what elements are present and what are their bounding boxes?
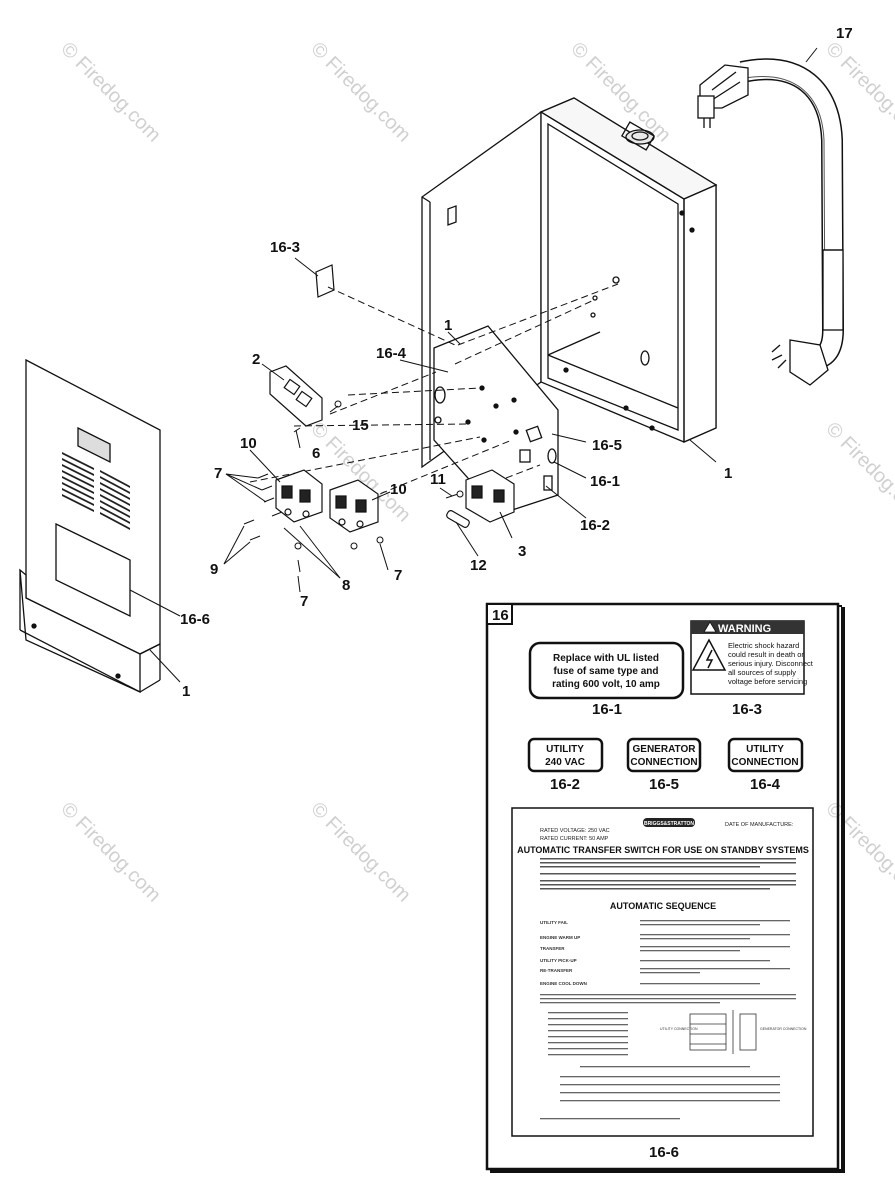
part-2-bracket xyxy=(269,365,323,427)
callout-16-1: 16-1 xyxy=(590,473,620,490)
watermark: © Firedog.com xyxy=(821,418,895,527)
decal-16-6-seq-0: UTILITY FAIL xyxy=(540,920,568,925)
callout-7-upper: 7 xyxy=(214,465,222,482)
decal-16-4-line1: UTILITY xyxy=(746,744,784,755)
decal-16-6-brand: BRIGGS&STRATTON xyxy=(644,821,694,827)
callout-6: 6 xyxy=(312,445,320,462)
decal-16-3-header: WARNING xyxy=(718,623,771,635)
decal-16-6-seq-2: TRANSFER xyxy=(540,946,565,951)
decal-16-3: WARNING Electric shock hazard could resu… xyxy=(690,620,814,718)
callout-16-5: 16-5 xyxy=(592,437,622,454)
decal-16-4-line2: CONNECTION xyxy=(731,757,798,768)
decal-16-1-line3: rating 600 volt, 10 amp xyxy=(552,679,660,690)
callout-17: 17 xyxy=(836,25,853,42)
watermark: © Firedog.com xyxy=(306,38,415,147)
decal-16-6-section: AUTOMATIC SEQUENCE xyxy=(610,901,716,911)
callout-12: 12 xyxy=(470,557,487,574)
decal-16-6-seq-4: RE-TRANSFER xyxy=(540,968,573,973)
decal-16-1-line2: fuse of same type and xyxy=(553,666,658,677)
callout-16-6: 16-6 xyxy=(180,611,210,628)
decal-16-1: Replace with UL listed fuse of same type… xyxy=(528,641,685,718)
decal-16-2-line2: 240 VAC xyxy=(545,757,585,768)
decal-16-3-line5: voltage before servicing xyxy=(728,677,807,686)
callout-16-3: 16-3 xyxy=(270,239,300,256)
decal-16-1-label: 16-1 xyxy=(592,701,622,718)
decal-16-6-seq-5: ENGINE COOL DOWN xyxy=(540,981,587,986)
decal-16-3-line1: Electric shock hazard xyxy=(728,641,799,650)
callout-1-box: 1 xyxy=(724,465,732,482)
decal-16-6-wiring-diagram xyxy=(689,1010,757,1054)
decal-16-6-date: DATE OF MANUFACTURE: xyxy=(725,822,794,828)
decal-16-3-line4: all sources of supply xyxy=(728,668,796,677)
screws xyxy=(243,400,464,573)
warning-icon xyxy=(703,621,717,633)
callout-numbers: 17 16-3 1 16-4 2 15 6 10 10 7 9 8 7 7 11… xyxy=(180,25,853,700)
callout-1-plate: 1 xyxy=(444,317,452,334)
decal-16-5-line1: GENERATOR xyxy=(633,744,697,755)
decal-16-6-seq-3: UTILITY PICK-UP xyxy=(540,958,577,963)
decal-16-2: UTILITY 240 VAC 16-2 xyxy=(527,737,604,793)
decal-16-2-label: 16-2 xyxy=(550,776,580,793)
leader-lines xyxy=(249,283,619,503)
callout-2: 2 xyxy=(252,351,260,368)
conduit-whip xyxy=(697,47,845,386)
decal-16-1-line1: Replace with UL listed xyxy=(553,653,659,664)
decal-16-3-label: 16-3 xyxy=(732,701,762,718)
callout-16-2: 16-2 xyxy=(580,517,610,534)
decal-16-6-seq-desc xyxy=(540,920,796,1120)
decal-16-3-line3: serious injury. Disconnect xyxy=(728,659,814,668)
fuse-holder xyxy=(465,469,515,523)
callout-15: 15 xyxy=(352,417,369,434)
decal-16-6-label: 16-6 xyxy=(649,1144,679,1161)
decal-16-6: BRIGGS&STRATTON DATE OF MANUFACTURE: RAT… xyxy=(511,807,814,1161)
watermark: © Firedog.com xyxy=(56,38,165,147)
watermark: © Firedog.com xyxy=(306,798,415,907)
decal-16-2-line1: UTILITY xyxy=(546,744,584,755)
decal-16-4-label: 16-4 xyxy=(750,776,781,793)
callout-7-right: 7 xyxy=(394,567,402,584)
decal-16-5-line2: CONNECTION xyxy=(630,757,697,768)
decal-16-6-title: AUTOMATIC TRANSFER SWITCH FOR USE ON STA… xyxy=(517,845,809,855)
callout-9: 9 xyxy=(210,561,218,578)
watermark: © Firedog.com xyxy=(56,798,165,907)
decal-16-5-label: 16-5 xyxy=(649,776,679,793)
callout-7-lower: 7 xyxy=(300,593,308,610)
callout-1-cover: 1 xyxy=(182,683,190,700)
front-cover xyxy=(19,358,161,694)
callout-8: 8 xyxy=(342,577,350,594)
decal-16-4: UTILITY CONNECTION 16-4 xyxy=(727,737,804,793)
decal-16-5: GENERATOR CONNECTION 16-5 xyxy=(626,737,702,793)
breaker-right xyxy=(329,479,379,533)
decals-panel: 16 Replace with UL listed fuse of same t… xyxy=(485,602,845,1173)
decal-16-6-paragraph xyxy=(540,858,796,890)
decal-16-6-voltage: RATED VOLTAGE: 250 VAC xyxy=(540,828,610,834)
watermark: © Firedog.com xyxy=(821,798,895,907)
breaker-left xyxy=(275,469,323,523)
callout-3: 3 xyxy=(518,543,526,560)
callout-16-4: 16-4 xyxy=(376,345,407,362)
callout-10-left: 10 xyxy=(240,435,257,452)
decal-16-3-line2: could result in death or xyxy=(728,650,804,659)
callout-10-right: 10 xyxy=(390,481,407,498)
decal-16-6-current: RATED CURRENT: 50 AMP xyxy=(540,836,609,842)
callout-11: 11 xyxy=(430,471,446,488)
decal-16-6-seq-1: ENGINE WARM UP xyxy=(540,935,580,940)
decal-16-3-part xyxy=(315,264,335,298)
decal-16-6-utility-conn: UTILITY CONNECTION xyxy=(660,1027,698,1031)
panel-number: 16 xyxy=(492,607,509,624)
decal-16-6-gen-conn: GENERATOR CONNECTION xyxy=(760,1027,807,1031)
callout-leaders xyxy=(129,257,717,683)
